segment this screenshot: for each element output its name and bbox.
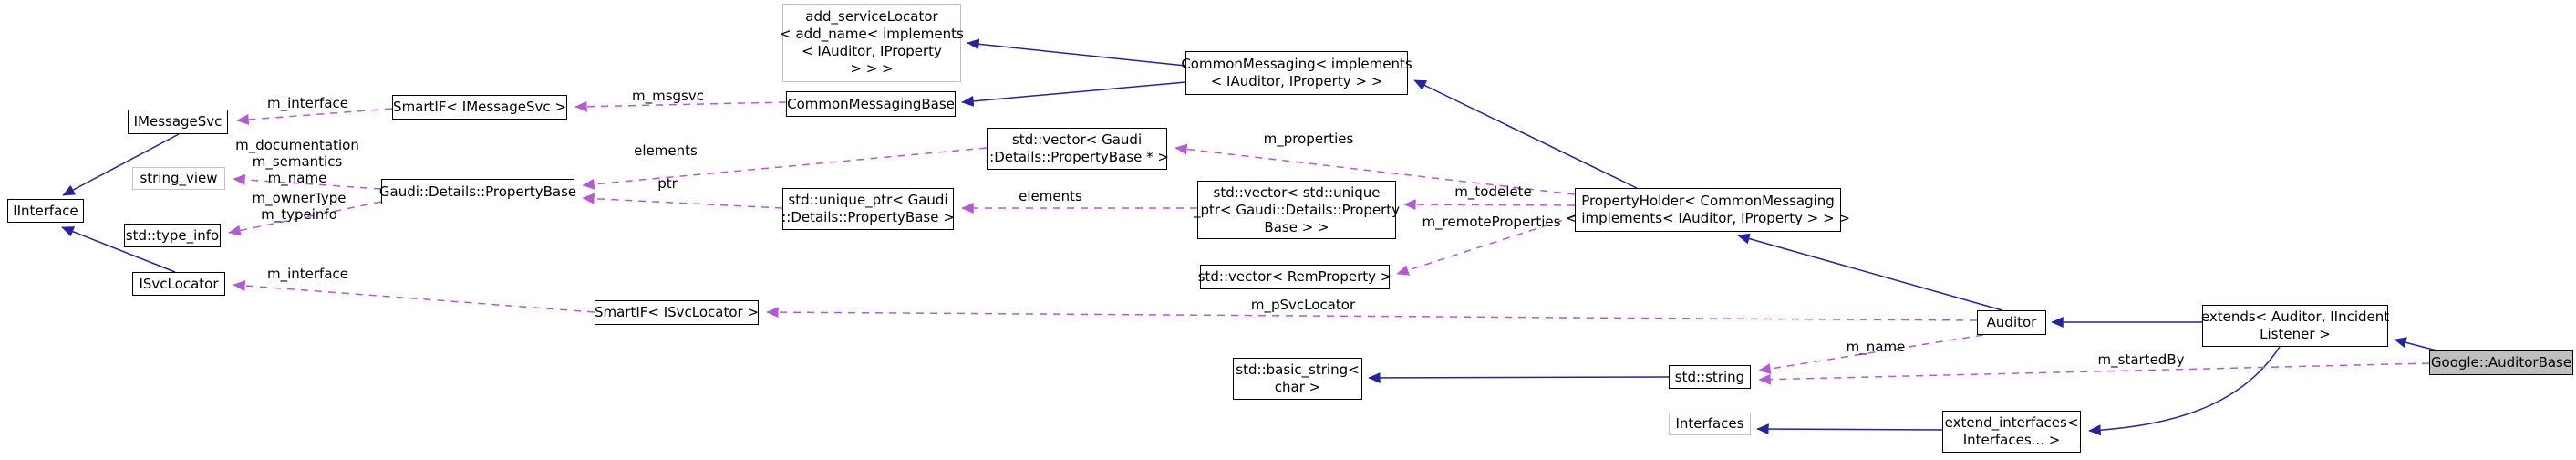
node-extend-interfaces[interactable]: extend_interfaces< Interfaces... > [1942, 411, 2081, 453]
usage-edge-auditor-to-smartif-isvclocator [766, 307, 1978, 321]
inheritance-edge-stdstring-to-basicstring [1368, 371, 1670, 383]
usage-edge-uniqueptr-to-propertybase [582, 193, 783, 209]
node-iinterface[interactable]: IInterface [7, 199, 84, 223]
inheritance-edge-auditor-to-propertyholder [1737, 233, 2003, 311]
inheritance-edge-imessagesvc-to-iinterface [62, 133, 180, 196]
node-commonmessagingbase[interactable]: CommonMessagingBase [786, 91, 956, 117]
node-vector-unique-ptr-propertybase[interactable]: std::vector< std::unique _ptr< Gaudi::De… [1194, 181, 1400, 239]
inheritance-edge-extendinterfaces-to-interfaces [1756, 423, 1943, 435]
usage-edge-smartif-isvclocator-to-isvclocator [233, 279, 595, 313]
node-std-string[interactable]: std::string [1669, 365, 1751, 389]
usage-edge-smartif-imessagesvc-to-imessagesvc [236, 108, 393, 126]
inheritance-edge-propertyholder-to-commonmessaging [1413, 79, 1638, 189]
usage-edge-propertybase-to-typeinfo [228, 201, 382, 236]
edge-label-m-properties: m_properties [1263, 131, 1354, 147]
edge-label-m-interface-isvclocator: m_interface [266, 266, 348, 282]
edge-label-m-remoteproperties: m_remoteProperties [1422, 214, 1561, 230]
node-google-auditorbase: Google::AuditorBase [2429, 350, 2573, 375]
edge-label-m-todelete: m_todelete [1454, 183, 1532, 200]
edge-label-m-msgsvc: m_msgsvc [632, 88, 704, 104]
inheritance-edge-commonmessaging-to-commonmessagingbase [961, 81, 1186, 107]
usage-edge-propertybase-to-stringview [233, 173, 382, 190]
edge-label-m-psvclocator: m_pSvcLocator [1250, 297, 1356, 313]
usage-edge-propertyholder-to-vector-propertybaseptr [1174, 143, 1576, 195]
usage-edge-propertyholder-to-vector-remproperty [1396, 215, 1576, 276]
usage-edge-google-auditorbase-to-stdstring [1758, 362, 2430, 385]
node-std-type-info[interactable]: std::type_info [124, 224, 221, 247]
node-commonmessaging[interactable]: CommonMessaging< implements < IAuditor, … [1181, 51, 1412, 95]
node-imessagesvc[interactable]: IMessageSvc [128, 110, 228, 134]
edge-label-m-ownertype-m-typeinfo: m_ownerType m_typeinfo [252, 190, 347, 223]
usage-edge-auditor-to-stdstring [1758, 334, 1984, 374]
node-std-basic-string-char[interactable]: std::basic_string< char > [1233, 358, 1362, 400]
usage-edge-propertyholder-to-vector-uniqueptr [1403, 199, 1576, 211]
node-string-view: string_view [132, 167, 225, 190]
node-unique-ptr-propertybase[interactable]: std::unique_ptr< Gaudi ::Details::Proper… [781, 188, 955, 230]
node-smartif-isvclocator[interactable]: SmartIF< ISvcLocator > [595, 300, 759, 325]
node-add-servicelocator: add_serviceLocator < add_name< implement… [780, 4, 964, 82]
node-vector-remproperty[interactable]: std::vector< RemProperty > [1198, 265, 1391, 289]
inheritance-edge-commonmessaging-to-add-servicelocator [967, 38, 1186, 67]
edge-label-m-interface-imessagesvc: m_interface [266, 95, 348, 111]
node-gaudi-details-propertybase[interactable]: Gaudi::Details::PropertyBase [379, 179, 576, 204]
inheritance-edge-isvclocator-to-iinterface [61, 226, 176, 273]
edge-label-elements-propertybase: elements [634, 142, 698, 159]
node-smartif-imessagesvc[interactable]: SmartIF< IMessageSvc > [392, 95, 567, 120]
inheritance-edge-google-auditorbase-to-extends [2394, 337, 2437, 351]
node-vector-propertybase-ptr[interactable]: std::vector< Gaudi ::Details::PropertyBa… [985, 128, 1169, 170]
node-isvclocator[interactable]: ISvcLocator [132, 272, 225, 296]
edge-label-m-startedby: m_startedBy [2097, 351, 2185, 368]
node-propertyholder[interactable]: PropertyHolder< CommonMessaging < implem… [1566, 188, 1850, 232]
node-auditor[interactable]: Auditor [1977, 310, 2046, 335]
inheritance-edge-extends-to-extendinterfaces [2088, 346, 2281, 436]
node-interfaces: Interfaces [1669, 413, 1751, 435]
node-extends-auditor-iincidentlistener[interactable]: extends< Auditor, IIncident Listener > [2201, 305, 2389, 347]
edge-label-elements-uniqueptr: elements [1019, 188, 1082, 204]
edge-label-m-documentation-m-semantics-m-name: m_documentation m_semantics m_name [235, 137, 359, 186]
edge-label-m-name: m_name [1846, 339, 1906, 355]
edge-label-ptr: ptr [657, 175, 678, 192]
